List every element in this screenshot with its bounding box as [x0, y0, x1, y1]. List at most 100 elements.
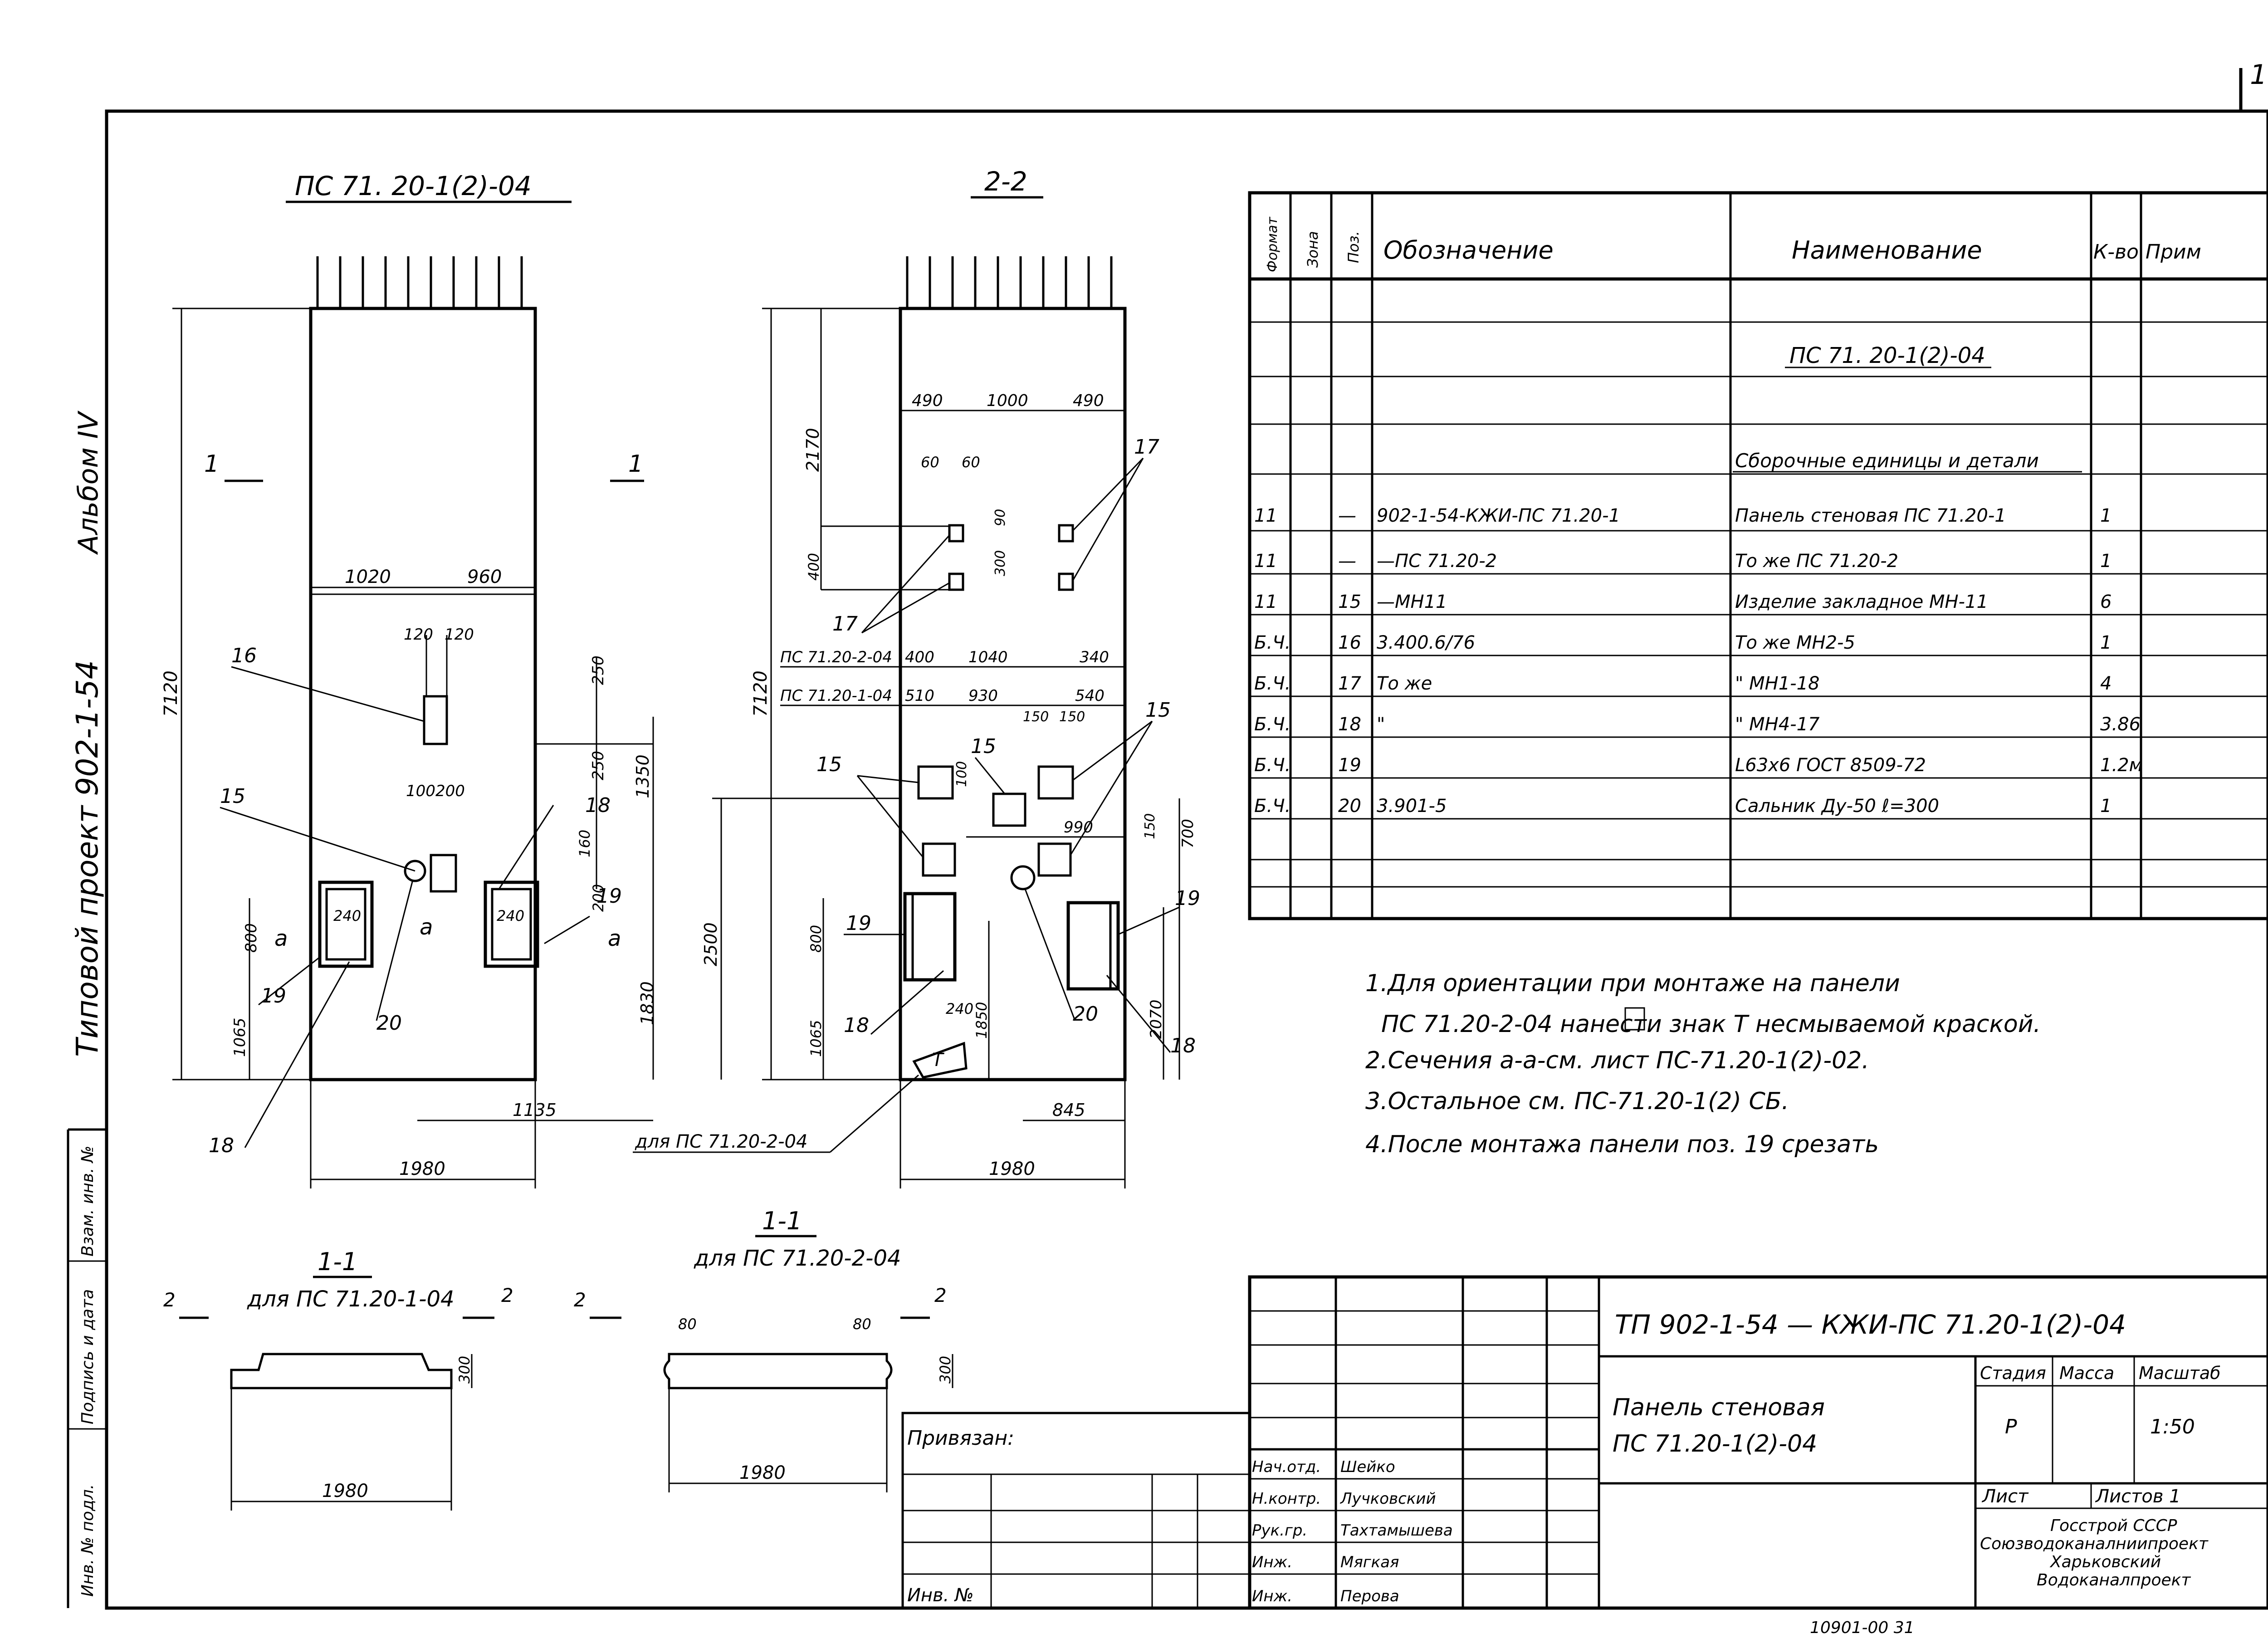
section-b-mark-right: 2	[934, 1284, 947, 1306]
dim-1135: 1135	[513, 1100, 557, 1120]
side-stamp: Взам. инв. № Подпись и дата Инв. № подл.…	[67, 411, 107, 1608]
dim-1350: 1350	[633, 754, 653, 798]
dim-1830: 1830	[637, 981, 657, 1025]
dim-240a: 240	[333, 907, 361, 924]
spec-row-format: Б.Ч.	[1254, 673, 1290, 694]
dim-150a: 150	[1023, 709, 1049, 725]
spec-row-designation: 902-1-54-КЖИ-ПС 71.20-1	[1377, 505, 1620, 526]
mark-19-mid-left: 19	[846, 912, 871, 935]
plate-15a	[917, 765, 954, 800]
spec-row-qty: 1	[2100, 505, 2112, 526]
header-name: Наименование	[1792, 236, 1982, 264]
orientation-mark-t: T	[932, 1050, 945, 1071]
dim-width-left: 1020	[345, 567, 391, 587]
dim-845: 845	[1052, 1100, 1085, 1120]
sheets-label: Листов 1	[2095, 1486, 2181, 1507]
sheet-label: Лист	[1981, 1486, 2029, 1507]
person-role: Н.контр.	[1252, 1490, 1321, 1508]
opening-mid-right	[1066, 901, 1120, 991]
dim-240b: 240	[497, 907, 524, 924]
project-label: Типовой проект 902-1-54	[70, 660, 105, 1057]
spec-row-designation: 3.901-5	[1377, 796, 1447, 817]
spec-row-qty: 1.2м	[2100, 755, 2143, 776]
plate-15e	[1037, 842, 1072, 877]
section-b-mark-left: 2	[574, 1289, 586, 1311]
org-line-3: Харьковский	[2049, 1553, 2161, 1571]
mark-18-left: 18	[209, 1134, 234, 1157]
stamp-col1: Инв. № подл.	[78, 1484, 97, 1597]
mark-15: 15	[220, 785, 245, 808]
spec-row-qty: 1	[2100, 796, 2112, 817]
mid-view-title: 2-2	[984, 166, 1027, 197]
left-view-title: ПС 71. 20-1(2)-04	[295, 171, 532, 201]
spec-group-title: ПС 71. 20-1(2)-04	[1789, 343, 1985, 368]
bottom-code: 10901-00 31	[1810, 1619, 1915, 1637]
mark-19-mid-right: 19	[1175, 887, 1200, 910]
header-zone: Зона	[1304, 231, 1321, 268]
section-a-d300: 300	[456, 1356, 473, 1384]
dim-2500: 2500	[701, 922, 721, 966]
header-qty: К-во	[2093, 240, 2139, 264]
mark-19-right: 19	[596, 885, 622, 908]
org-line-2: Союзводоканалниипроект	[1980, 1535, 2209, 1553]
section-1-1-b: 1-1 для ПС 71.20-2-04 2 2 80 80 300 1980	[574, 1207, 954, 1492]
mark-18-mid-right: 18	[1170, 1034, 1196, 1057]
section-b-d80a: 80	[678, 1315, 697, 1333]
opening-right	[484, 880, 539, 968]
plate-15	[430, 854, 457, 893]
spec-row-name: То же МН2-5	[1735, 632, 1855, 653]
inv-label: Инв. №	[907, 1585, 974, 1606]
scale-header: Масштаб	[2139, 1363, 2221, 1383]
spec-row-format: 11	[1254, 592, 1277, 612]
person-name: Шейко	[1340, 1458, 1395, 1476]
dim-200: 200	[435, 782, 465, 800]
spec-row-qty: 6	[2100, 592, 2112, 612]
person-name: Мягкая	[1340, 1553, 1399, 1571]
plate-16	[423, 695, 448, 745]
note-3: 3.Остальное см. ПС-71.20-1(2) СБ.	[1365, 1088, 1789, 1115]
dim-1065: 1065	[231, 1017, 249, 1057]
opening-mid-left	[903, 892, 957, 982]
mark-18-mid-left: 18	[844, 1014, 869, 1037]
spec-row-qty: 4	[2100, 673, 2112, 694]
scale-value: 1:50	[2150, 1415, 2195, 1438]
spec-row-pos: 19	[1338, 755, 1361, 776]
spec-row-format: Б.Ч.	[1254, 755, 1290, 776]
spec-row-name: Панель стеновая ПС 71.20-1	[1735, 505, 2006, 526]
person-name: Тахтамышева	[1340, 1521, 1453, 1540]
section-b-title: 1-1	[762, 1207, 802, 1235]
person-role: Нач.отд.	[1252, 1458, 1321, 1476]
title-name-1: Панель стеновая	[1613, 1394, 1825, 1421]
mark-18-right: 18	[585, 794, 611, 817]
dim-1000: 1000	[987, 391, 1028, 410]
person-role: Рук.гр.	[1252, 1521, 1307, 1540]
plate-15b	[1037, 765, 1074, 800]
orientation-mark-box	[912, 1042, 968, 1079]
dim-row1-c: 340	[1080, 648, 1109, 666]
person-role: Инж.	[1252, 1587, 1292, 1605]
dim-240-mid: 240	[946, 1000, 973, 1017]
dim-row2-b: 930	[968, 687, 998, 705]
spec-row-designation: 3.400.6/76	[1377, 632, 1475, 653]
spec-row-qty: 1	[2100, 551, 2112, 572]
spec-row-pos: 20	[1338, 796, 1361, 817]
stamp-col3: Взам. инв. №	[78, 1146, 97, 1257]
person-name: Лучковский	[1339, 1490, 1436, 1508]
note-1: 1.Для ориентации при монтаже на панели	[1365, 970, 1900, 997]
spec-row-qty: 3.86	[2100, 714, 2141, 735]
dim-120b: 120	[445, 626, 474, 644]
dim-100-mid: 100	[954, 761, 970, 787]
middle-view: 2-2 T 7120 2170	[633, 166, 1200, 1188]
gland-20-mid	[1010, 865, 1036, 890]
spec-row-pos: 16	[1338, 632, 1361, 653]
section-a-title: 1-1	[318, 1247, 357, 1276]
org-line-4: Водоканалпроект	[2037, 1571, 2191, 1589]
plate-15d	[922, 842, 956, 877]
spec-row-pos: 18	[1338, 714, 1361, 735]
dim-row1-b: 1040	[968, 648, 1008, 666]
note-1-cont: ПС 71.20-2-04 нанести знак T несмываемой…	[1381, 1011, 2041, 1038]
spec-row-name: " МН4-17	[1735, 714, 1820, 735]
section-b-d80b: 80	[853, 1315, 871, 1333]
spec-row-pos: 15	[1338, 592, 1361, 612]
